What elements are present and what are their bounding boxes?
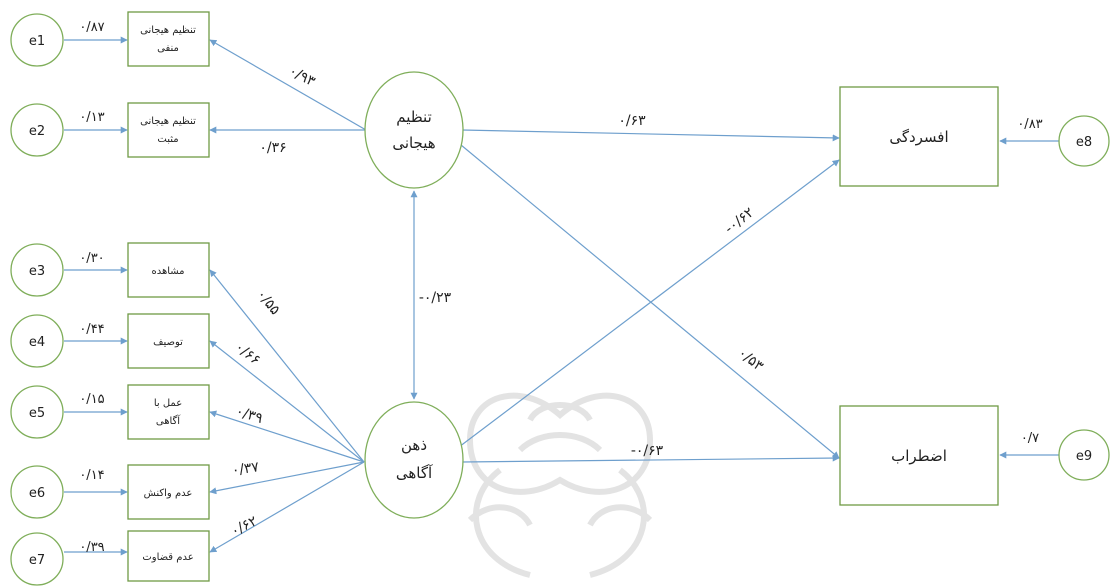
edge-mf-anx [461, 454, 840, 463]
indicator-nonjudge-label: عدم قضاوت [142, 552, 193, 563]
edge-mf-describe [209, 340, 365, 463]
indicator-act-line1: عمل با [154, 398, 182, 409]
coef-e8: ۰/۸۳ [1017, 117, 1042, 132]
error-label-e3: e3 [29, 264, 45, 279]
outcome-anxiety-label: اضطراب [891, 447, 947, 465]
outcome-anxiety [839, 405, 999, 506]
error-label-e9: e9 [1076, 449, 1092, 464]
indicator-act-awareness [127, 384, 210, 440]
error-node-e3 [10, 243, 64, 297]
error-node-e6 [10, 465, 64, 519]
error-label-e7: e7 [29, 553, 45, 568]
coef-mf-dep: -۰/۶۲ [722, 205, 757, 238]
indicator-neg-line2: منفی [157, 43, 179, 54]
edge-er-dep [461, 129, 840, 142]
coef-er-pos: ۰/۳۶ [259, 140, 286, 156]
coef-mf-nonjudge: ۰/۶۲ [228, 513, 260, 540]
indicator-pos-emotion-reg [127, 102, 210, 158]
edge-er-neg [209, 39, 367, 131]
latent-mf-line2: آگاهی [396, 464, 433, 482]
edges [64, 36, 1060, 556]
edge-mf-dep [454, 159, 840, 451]
indicator-act-line2: آگاهی [156, 414, 181, 427]
error-label-e5: e5 [29, 406, 45, 421]
coef-er-anx: ۰/۵۳ [735, 345, 767, 375]
latent-mf-line1: ذهن [401, 436, 427, 454]
indicator-neg-emotion-reg [127, 11, 210, 67]
indicator-describe [127, 313, 210, 369]
latent-er-line2: هیجانی [392, 134, 435, 152]
error-label-e8: e8 [1076, 135, 1092, 150]
latent-variables: تنظیم هیجانی ذهن آگاهی [364, 71, 464, 519]
indicator-pos-line1: تنظیم هیجانی [140, 116, 196, 127]
coef-mf-nonreact: ۰/۳۷ [231, 459, 261, 479]
error-label-e2: e2 [29, 124, 45, 139]
coef-e7: ۰/۳۹ [79, 540, 104, 555]
indicator-pos-line2: مثبت [157, 134, 178, 145]
watermark-logo [466, 392, 654, 578]
coef-mf-act: ۰/۳۹ [234, 403, 265, 427]
coef-mf-observe: ۰/۵۵ [253, 287, 283, 318]
indicator-neg-line1: تنظیم هیجانی [140, 25, 196, 36]
error-label-e4: e4 [29, 335, 45, 350]
indicator-observe-label: مشاهده [151, 266, 184, 277]
edge-mf-nonreact [209, 461, 365, 495]
error-node-e1 [10, 13, 64, 67]
error-node-e4 [10, 314, 64, 368]
error-label-e1: e1 [29, 34, 45, 49]
coef-e9: ۰/۷ [1021, 431, 1039, 446]
latent-er-line1: تنظیم [396, 108, 432, 126]
outcome-depression [839, 86, 999, 187]
coef-er-dep: ۰/۶۳ [618, 113, 646, 129]
error-node-e5 [10, 385, 64, 439]
indicator-observe [127, 242, 210, 298]
coef-e5: ۰/۱۵ [79, 392, 104, 407]
latent-mindfulness [364, 401, 464, 519]
indicator-nonjudge [127, 530, 210, 582]
outcome-boxes: افسردگی اضطراب [839, 86, 999, 506]
edge-er-anx [454, 139, 840, 459]
indicator-describe-label: توصیف [153, 337, 183, 348]
coef-er-mf: -۰/۲۳ [419, 290, 452, 306]
error-node-e9 [1058, 429, 1110, 481]
indicator-boxes: تنظیم هیجانی منفی تنظیم هیجانی مثبت مشاه… [127, 11, 210, 582]
coef-mf-anx: -۰/۶۳ [631, 443, 664, 459]
indicator-nonreact [127, 464, 210, 520]
outcome-depression-label: افسردگی [889, 128, 948, 146]
edge-mf-observe [209, 269, 365, 463]
coef-e2: ۰/۱۳ [79, 110, 104, 125]
indicator-nonreact-label: عدم واکنش [144, 488, 193, 499]
coef-e4: ۰/۴۴ [79, 322, 104, 337]
error-node-e8 [1058, 115, 1110, 167]
error-terms: e1 e2 e3 e4 e5 e6 e7 e8 e9 [10, 13, 1110, 586]
coef-e3: ۰/۳۰ [79, 251, 104, 266]
edge-mf-nonjudge [209, 461, 365, 553]
latent-emotion-regulation [364, 71, 464, 189]
edge-mf-act [209, 410, 365, 463]
coef-e1: ۰/۸۷ [79, 20, 104, 35]
error-label-e6: e6 [29, 486, 45, 501]
error-node-e7 [10, 532, 64, 586]
error-node-e2 [10, 103, 64, 157]
coef-e6: ۰/۱۴ [79, 468, 104, 483]
coef-mf-describe: ۰/۶۶ [232, 339, 263, 368]
